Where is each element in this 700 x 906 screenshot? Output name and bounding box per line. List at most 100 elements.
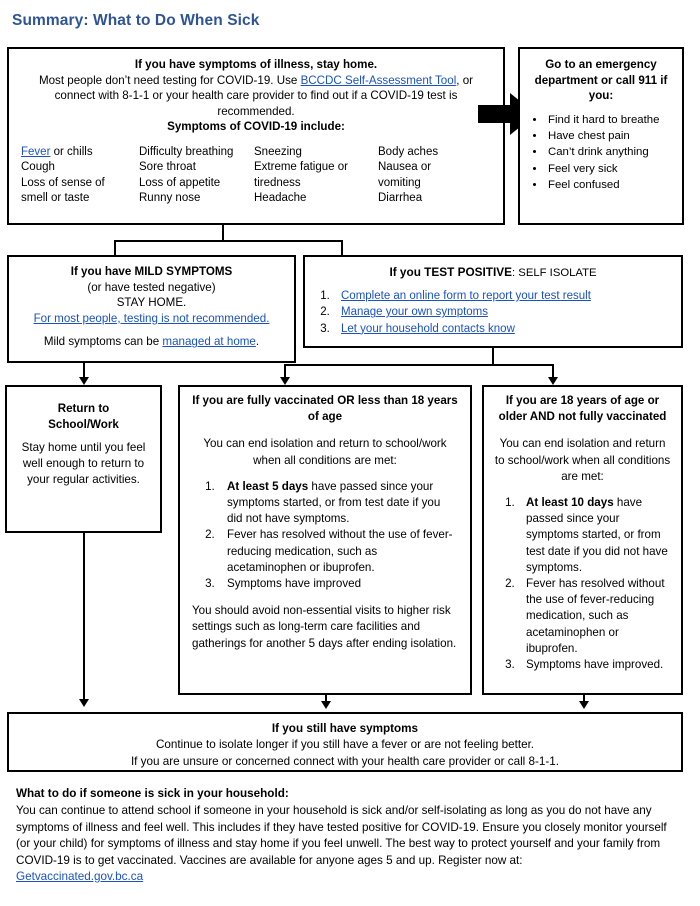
arrow-head-icon [79,377,89,385]
symptoms-columns: Fever or chills Cough Loss of sense of s… [9,135,503,206]
connector-line [114,240,116,255]
still-heading: If you still have symptoms [271,722,419,735]
condition-rest: Fever has resolved without the use of fe… [526,577,665,655]
symptom-item: Body aches [378,145,439,158]
symptom-item: Loss of sense of [21,176,105,189]
symptoms-column-1: Fever or chills Cough Loss of sense of s… [21,145,139,206]
novax-content: If you are 18 years of age or older AND … [484,387,681,673]
return-to-school-work-box: Return to School/Work Stay home until yo… [5,385,162,533]
vax-outro: You should avoid non-essential visits to… [192,604,457,650]
symptoms-line3: Symptoms of COVID-19 include: [167,120,345,134]
symptom-item: Runny nose [139,191,201,204]
symptom-item: Difficulty breathing [139,145,234,158]
symptom-item: Sore throat [139,161,196,174]
condition-rest: Symptoms have improved [227,577,362,591]
symptom-item: Diarrhea [378,191,423,204]
novax-conditions-list: At least 10 days have passed since your … [494,495,671,673]
list-item: Fever has resolved without the use of fe… [518,576,671,657]
arrow-head-icon [280,377,290,385]
arrow-head-icon [548,377,558,385]
not-fully-vaccinated-box: If you are 18 years of age or older AND … [482,385,683,695]
list-item: At least 10 days have passed since your … [518,495,671,576]
list-item: Feel confused [546,177,682,193]
spacer [15,326,288,334]
household-contacts-link[interactable]: Let your household contacts know [341,322,515,335]
vax-heading: If you are fully vaccinated OR less than… [192,394,458,424]
symptom-item-rest: or chills [50,145,93,158]
list-item[interactable]: Manage your own symptoms [333,304,681,320]
manage-symptoms-link[interactable]: Manage your own symptoms [341,306,489,319]
symptom-item: Cough [21,161,55,174]
novax-heading: If you are 18 years of age or older AND … [498,394,667,424]
still-line3: If you are unsure or concerned connect w… [130,754,560,768]
test-positive-list: Complete an online form to report your t… [305,288,681,337]
page-title: Summary: What to Do When Sick [12,12,260,29]
condition-bold: At least 10 days [526,496,614,510]
mild-line3: STAY HOME. [116,296,187,310]
arrow-head-icon [321,701,331,709]
symptoms-box: If you have symptoms of illness, stay ho… [7,47,505,225]
list-item: Symptoms have improved. [518,657,671,673]
household-footer: What to do if someone is sick in your ho… [16,786,684,885]
symptom-item: smell or taste [21,191,90,204]
connector-line [83,533,85,699]
symptom-item: Loss of appetite [139,176,221,189]
condition-rest: Fever has resolved without the use of fe… [227,528,453,574]
condition-rest: have passed since your symptoms started,… [227,479,441,526]
spacer [17,433,150,440]
still-content: If you still have symptoms Continue to i… [9,714,681,770]
symptoms-column-3: Sneezing Extreme fatigue or tiredness He… [254,145,378,206]
list-item: At least 5 days have passed since your s… [218,479,458,528]
return-heading-line2: School/Work [48,418,119,431]
managed-at-home-link[interactable]: managed at home [162,335,256,349]
still-line2: Continue to isolate longer if you still … [155,738,535,752]
novax-intro: You can end isolation and return to scho… [494,437,671,483]
footer-body: You can continue to attend school if som… [16,803,684,885]
emergency-heading: Go to an emergency department or call 91… [534,58,668,103]
symptom-item: Sneezing [254,145,302,158]
list-item: Fever has resolved without the use of fe… [218,527,458,576]
vax-content: If you are fully vaccinated OR less than… [180,387,470,652]
footer-heading: What to do if someone is sick in your ho… [16,787,289,800]
test-positive-heading-bold: If you TEST POSITIVE [389,265,513,279]
symptom-item: Nausea or [378,161,432,174]
arrow-head-icon [579,701,589,709]
list-item: Can’t drink anything [546,144,682,160]
list-item: Have chest pain [546,128,682,144]
emergency-box: Go to an emergency department or call 91… [518,47,684,225]
symptoms-column-2: Difficulty breathing Sore throat Loss of… [139,145,254,206]
emergency-list: Find it hard to breathe Have chest pain … [520,112,682,193]
footer-body-text: You can continue to attend school if som… [16,804,667,867]
list-item[interactable]: Let your household contacts know [333,321,681,337]
symptoms-line2-post: , or connect with 8-1-1 or your health c… [54,73,474,118]
connector-line [284,364,286,377]
mild-line5-post: . [255,335,260,349]
connector-line [552,364,554,377]
getvaccinated-link[interactable]: Getvaccinated.gov.bc.ca [16,870,144,884]
fever-link[interactable]: Fever [21,145,51,158]
report-test-result-link[interactable]: Complete an online form to report your t… [341,290,591,302]
symptom-item: vomiting [378,176,421,189]
list-item[interactable]: Complete an online form to report your t… [333,288,681,304]
test-positive-heading-rest: : SELF ISOLATE [512,267,597,279]
return-body: Stay home until you feel well enough to … [21,441,146,486]
mild-line2: (or have tested negative) [87,280,216,294]
return-heading-line1: Return to [57,402,110,415]
symptom-item: tiredness [254,176,301,189]
list-item: Symptoms have improved [218,576,458,592]
mild-symptoms-content: If you have MILD SYMPTOMS (or have teste… [9,257,294,350]
symptoms-line1: If you have symptoms of illness, stay ho… [134,58,378,71]
testing-not-recommended-link[interactable]: For most people, testing is not recommen… [33,311,270,325]
test-positive-box: If you TEST POSITIVE: SELF ISOLATE Compl… [303,255,683,348]
symptoms-column-4: Body aches Nausea or vomiting Diarrhea [378,145,498,206]
bccdc-self-assessment-link[interactable]: BCCDC Self-Assessment Tool [300,73,457,87]
condition-bold: At least 5 days [227,479,309,493]
mild-heading: If you have MILD SYMPTOMS [70,265,233,278]
list-item: Feel very sick [546,161,682,177]
connector-line [284,364,554,366]
mild-line5-pre: Mild symptoms can be [43,335,163,349]
return-content: Return to School/Work Stay home until yo… [7,387,160,488]
arrow-head-icon [79,699,89,707]
still-have-symptoms-box: If you still have symptoms Continue to i… [7,712,683,772]
